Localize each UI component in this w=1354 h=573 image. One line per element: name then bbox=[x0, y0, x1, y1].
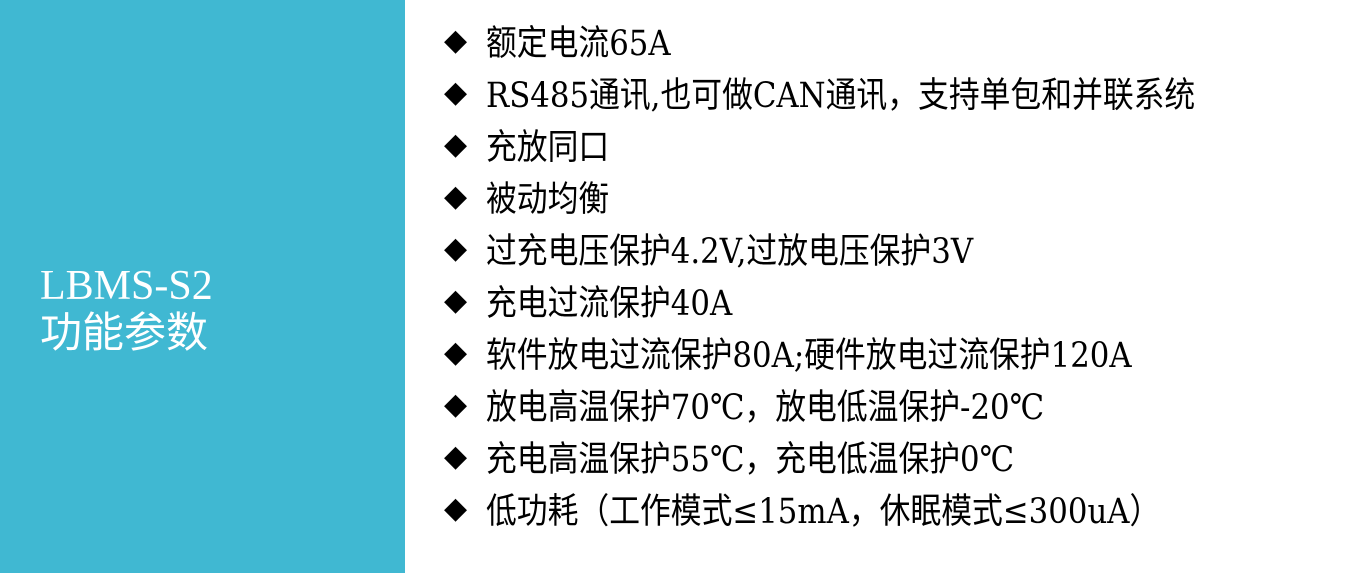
feature-text: 充放同口 bbox=[486, 128, 610, 168]
panel-title: LBMS-S2 功能参数 bbox=[40, 262, 213, 358]
feature-text: 低功耗（工作模式≤15mA，休眠模式≤300uA） bbox=[486, 492, 1161, 532]
diamond-bullet-icon: ◆ bbox=[444, 231, 468, 266]
diamond-bullet-icon: ◆ bbox=[444, 127, 468, 162]
diamond-bullet-icon: ◆ bbox=[444, 439, 468, 474]
list-item: ◆ 额定电流65A bbox=[444, 18, 1349, 70]
list-item: ◆ 充放同口 bbox=[444, 122, 1349, 174]
feature-text: 被动均衡 bbox=[486, 180, 610, 220]
list-item: ◆ 放电高温保护70℃，放电低温保护-20℃ bbox=[444, 382, 1349, 434]
diamond-bullet-icon: ◆ bbox=[444, 335, 468, 370]
list-item: ◆ RS485通讯,也可做CAN通讯，支持单包和并联系统 bbox=[444, 70, 1349, 122]
list-item: ◆ 被动均衡 bbox=[444, 174, 1349, 226]
feature-text: 过充电压保护4.2V,过放电压保护3V bbox=[486, 232, 974, 272]
model-name: LBMS-S2 bbox=[40, 263, 213, 309]
section-heading: 功能参数 bbox=[40, 311, 209, 357]
list-item: ◆ 低功耗（工作模式≤15mA，休眠模式≤300uA） bbox=[444, 486, 1349, 538]
list-item: ◆ 软件放电过流保护80A;硬件放电过流保护120A bbox=[444, 330, 1349, 382]
feature-text: 充电过流保护40A bbox=[486, 284, 733, 324]
feature-text: 充电高温保护55℃，充电低温保护0℃ bbox=[486, 440, 1015, 480]
feature-list: ◆ 额定电流65A ◆ RS485通讯,也可做CAN通讯，支持单包和并联系统 ◆… bbox=[444, 18, 1349, 538]
list-item: ◆ 过充电压保护4.2V,过放电压保护3V bbox=[444, 226, 1349, 278]
feature-text: 额定电流65A bbox=[486, 24, 671, 64]
diamond-bullet-icon: ◆ bbox=[444, 179, 468, 214]
feature-text: RS485通讯,也可做CAN通讯，支持单包和并联系统 bbox=[486, 76, 1196, 116]
list-item: ◆ 充电高温保护55℃，充电低温保护0℃ bbox=[444, 434, 1349, 486]
diamond-bullet-icon: ◆ bbox=[444, 23, 468, 58]
feature-text: 软件放电过流保护80A;硬件放电过流保护120A bbox=[486, 336, 1132, 376]
feature-text: 放电高温保护70℃，放电低温保护-20℃ bbox=[486, 388, 1045, 428]
diamond-bullet-icon: ◆ bbox=[444, 387, 468, 422]
diamond-bullet-icon: ◆ bbox=[444, 491, 468, 526]
diamond-bullet-icon: ◆ bbox=[444, 283, 468, 318]
diamond-bullet-icon: ◆ bbox=[444, 75, 468, 110]
title-panel: LBMS-S2 功能参数 bbox=[0, 0, 405, 573]
list-item: ◆ 充电过流保护40A bbox=[444, 278, 1349, 330]
